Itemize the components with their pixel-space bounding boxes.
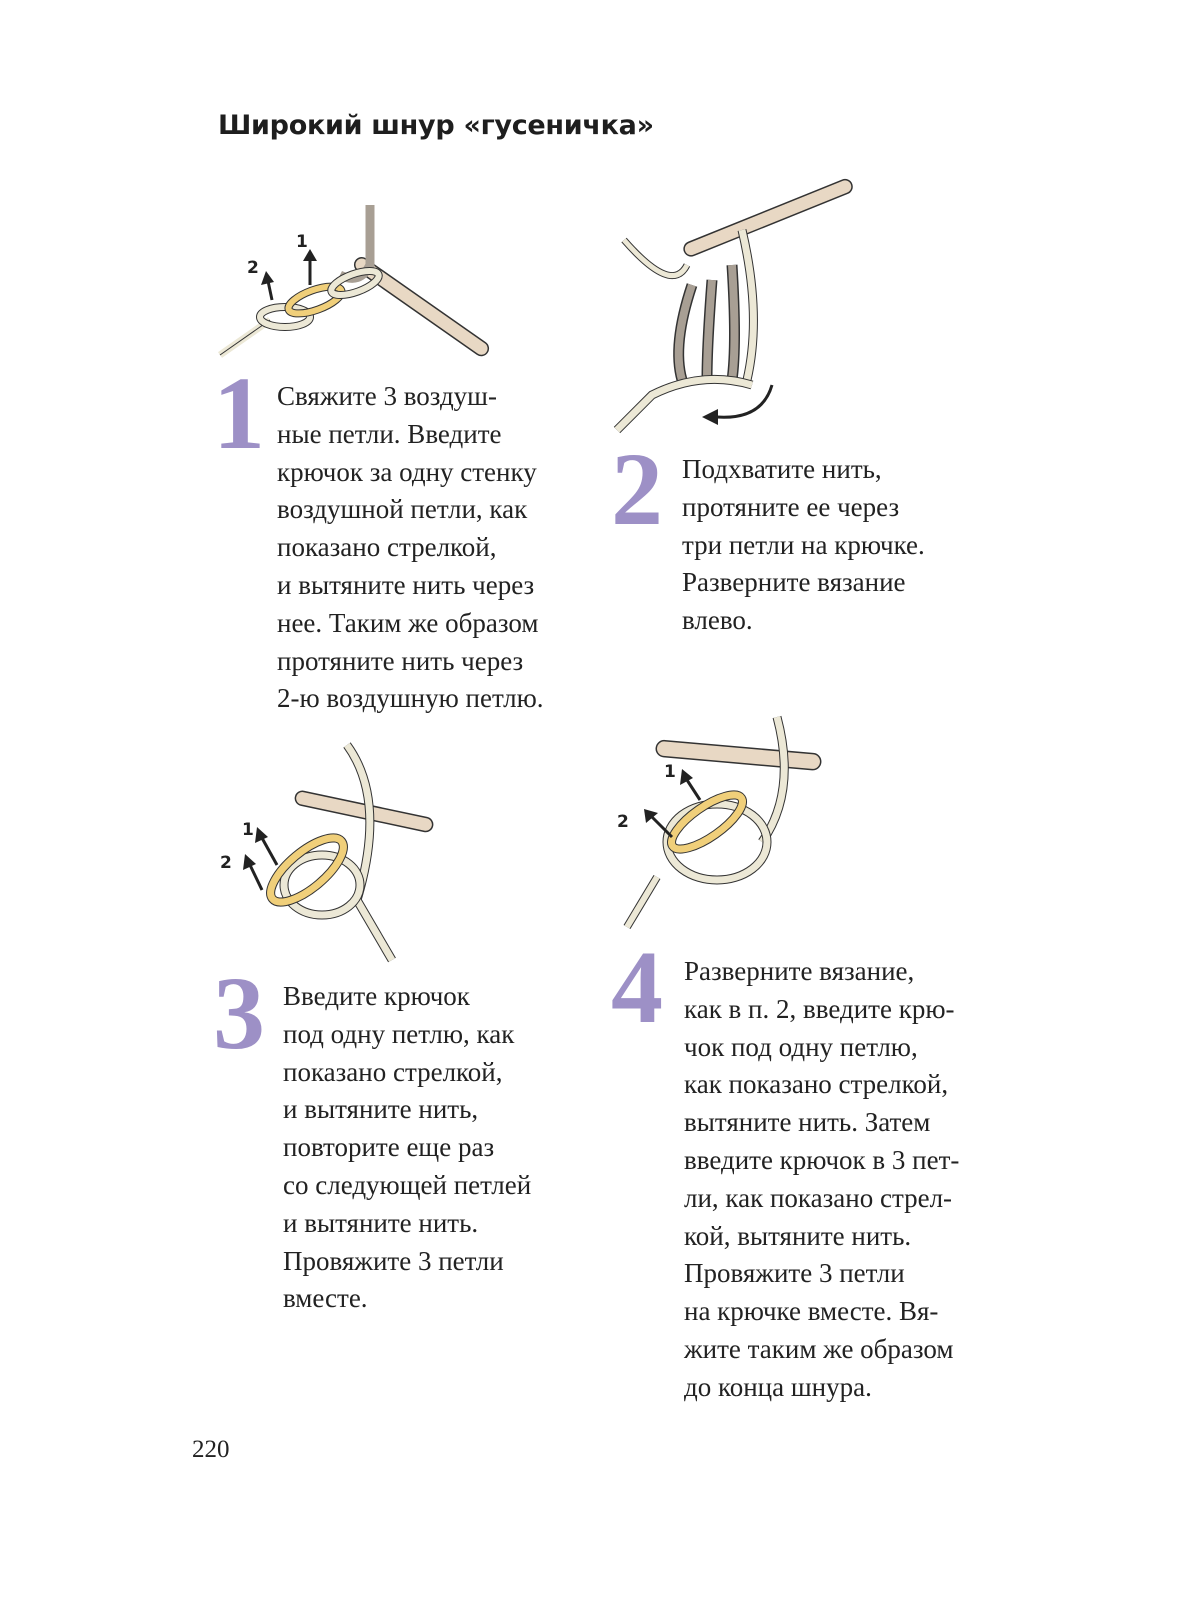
text-line: протяните ее через	[682, 491, 900, 522]
text-line: ли, как показано стрел-	[684, 1182, 953, 1213]
text-line: крючок за одну стенку	[277, 456, 537, 487]
text-line: и вытяните нить через	[277, 569, 535, 600]
arrow-label-1: 1	[242, 820, 254, 840]
text-line: Разверните вязание,	[684, 956, 915, 986]
step-3-number: 3	[213, 956, 265, 1071]
text-line: показано стрелкой,	[283, 1056, 503, 1087]
step-4-text: Разверните вязание, как в п. 2, введите …	[684, 953, 959, 1407]
page-title: Широкий шнур «гусеничка»	[218, 110, 654, 141]
arrow-label-1: 1	[296, 232, 308, 252]
step-4-illustration: 1 2	[617, 715, 822, 930]
text-line: Разверните вязание	[682, 567, 906, 598]
text-line: на крючке вместе. Вя-	[684, 1296, 939, 1327]
text-line: нее. Таким же образом	[277, 607, 539, 638]
text-line: введите крючок в 3 пет-	[684, 1144, 960, 1175]
step-4-number: 4	[611, 930, 663, 1045]
step-2-number: 2	[611, 432, 663, 547]
text-line: Введите крючок	[283, 981, 470, 1011]
text-line: 2-ю воздушную петлю.	[277, 683, 544, 714]
step-2-text: Подхватите нить, протяните ее через три …	[682, 451, 925, 640]
text-line: протяните нить через	[277, 645, 524, 676]
text-line: как показано стрелкой,	[684, 1069, 949, 1100]
text-line: Свяжите 3 воздуш-	[277, 381, 497, 411]
text-line: Провяжите 3 петли	[684, 1258, 905, 1289]
arrow-label-2: 2	[617, 812, 629, 832]
text-line: показано стрелкой,	[277, 532, 497, 563]
step-1-number: 1	[213, 356, 265, 471]
text-line: вытяните нить. Затем	[684, 1107, 931, 1138]
arrow-label-1: 1	[664, 762, 676, 782]
step-2-illustration	[613, 178, 853, 434]
text-line: и вытяните нить.	[283, 1207, 479, 1238]
text-line: три петли на крючке.	[682, 529, 925, 560]
arrow-label-2: 2	[247, 258, 259, 278]
text-line: вместе.	[283, 1283, 368, 1314]
text-line: влево.	[682, 605, 753, 636]
text-line: кой, вытяните нить.	[684, 1220, 912, 1251]
step-3-illustration: 1 2	[220, 742, 434, 963]
text-line: Подхватите нить,	[682, 454, 882, 484]
arrow-label-2: 2	[220, 853, 232, 873]
step-1-illustration: 1 2	[217, 205, 490, 358]
text-line: и вытяните нить,	[283, 1094, 479, 1125]
text-line: ные петли. Введите	[277, 418, 502, 449]
text-line: под одну петлю, как	[283, 1018, 515, 1049]
text-line: повторите еще раз	[283, 1132, 495, 1163]
text-line: до конца шнура.	[684, 1371, 872, 1402]
text-line: чок под одну петлю,	[684, 1031, 918, 1062]
step-3-text: Введите крючок под одну петлю, как показ…	[283, 978, 531, 1318]
text-line: со следующей петлей	[283, 1169, 532, 1200]
text-line: как в п. 2, введите крю-	[684, 993, 955, 1024]
text-line: жите таким же образом	[684, 1333, 954, 1364]
text-line: Провяжите 3 петли	[283, 1245, 504, 1276]
step-1-text: Свяжите 3 воздуш- ные петли. Введите крю…	[277, 378, 544, 718]
text-line: воздушной петли, как	[277, 494, 528, 525]
page-number: 220	[192, 1436, 230, 1463]
